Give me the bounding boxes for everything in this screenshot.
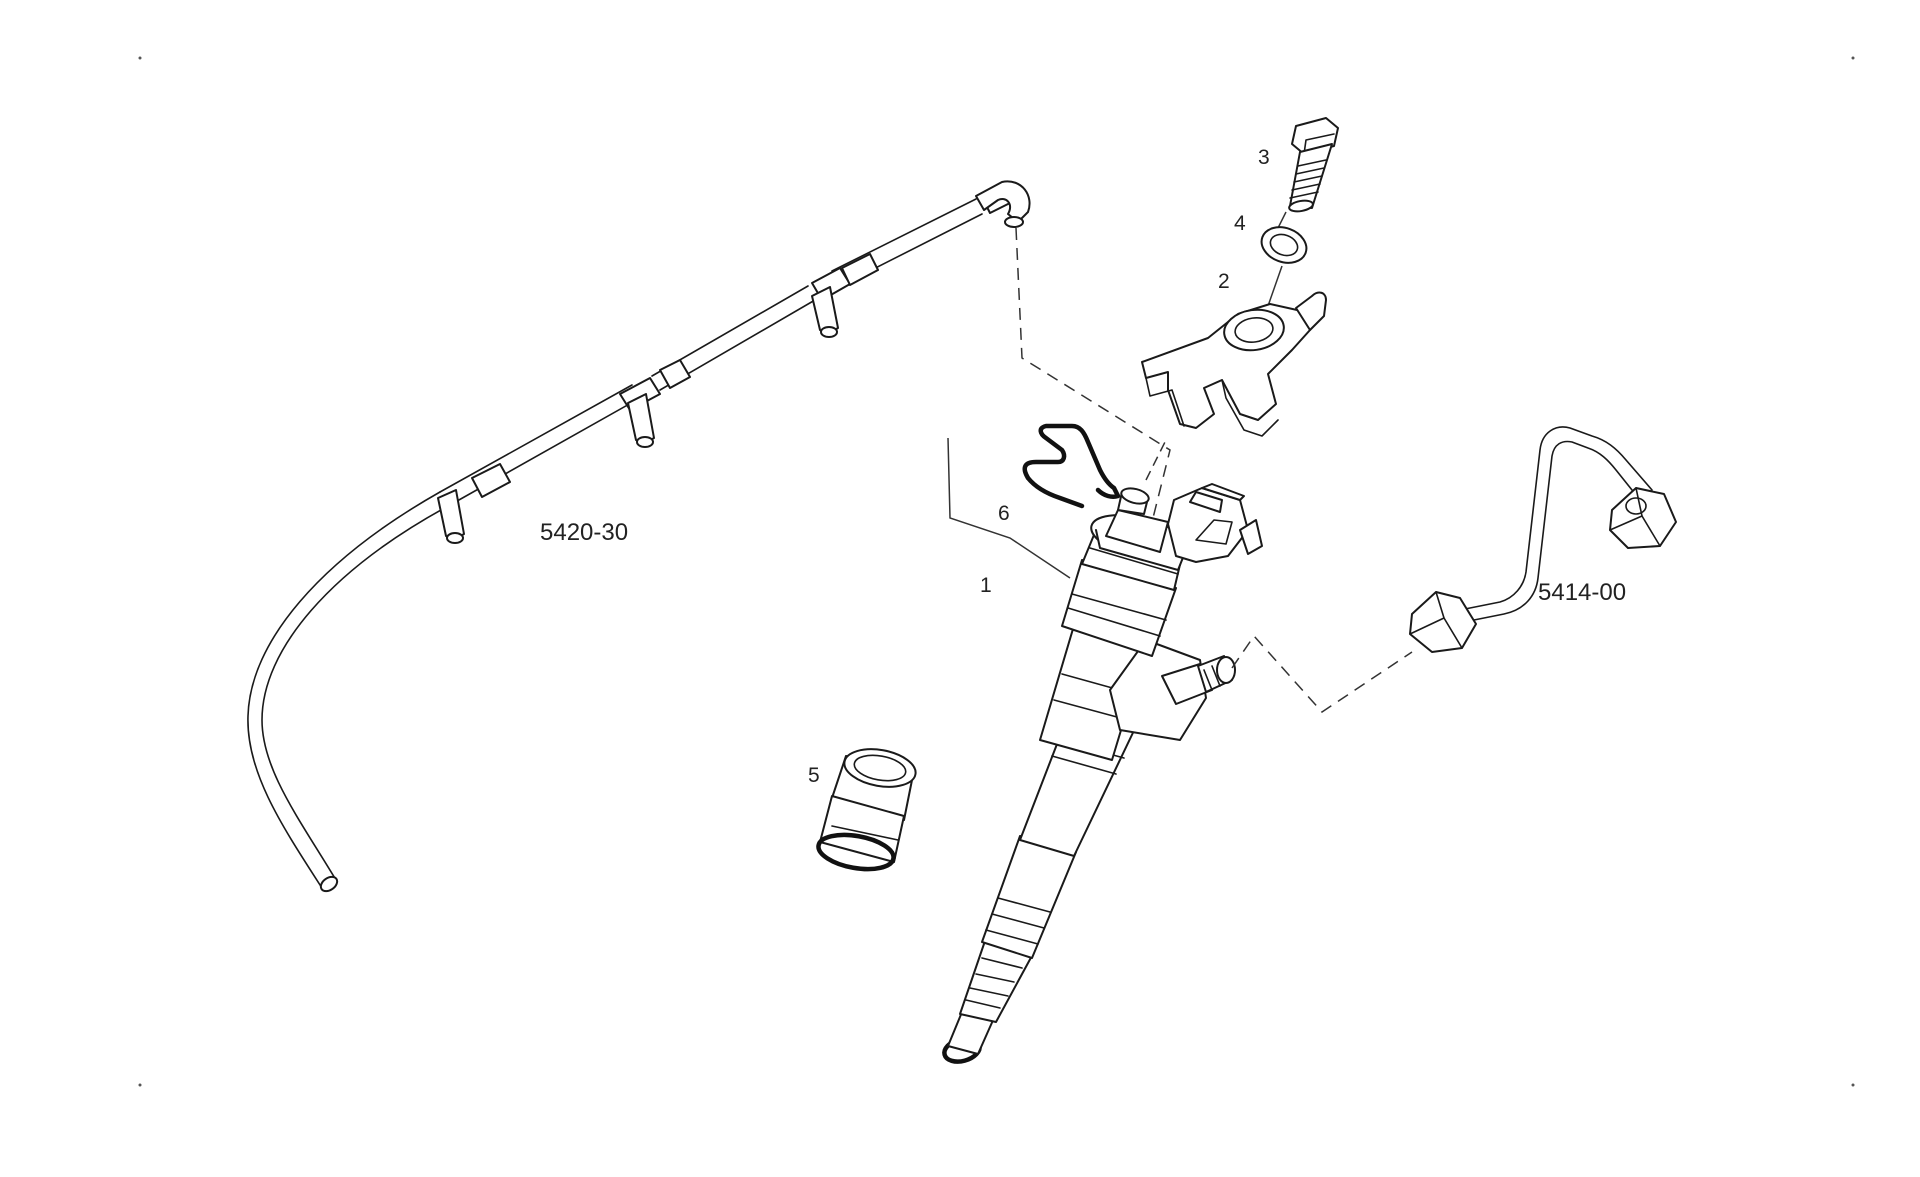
callout-bracket: 2 [1218,270,1230,293]
callout-clip: 6 [998,502,1010,525]
bolt [1288,117,1339,213]
fuel-injector [942,483,1263,1064]
callout-washer: 4 [1234,212,1246,235]
ref-fuel-pipe: 5414-00 [1538,579,1626,606]
t-connector [811,286,839,338]
callout-injector: 1 [980,574,992,597]
corner-marks [138,56,1855,1087]
clip-to-injector-leader [1145,439,1167,481]
leak-off-line [247,180,1031,893]
callout-sleeve: 5 [808,764,820,787]
t-connector [437,489,465,544]
bolt-leader [1277,211,1287,229]
sleeve [816,748,917,872]
injector-leader [947,437,1071,579]
washer-leader [1267,265,1283,307]
callout-bolt: 3 [1258,146,1270,169]
washer [1260,226,1308,264]
fuel-pipe-alignment-line [1231,634,1413,713]
retaining-clip [1022,423,1121,509]
fuel-pipe [1409,426,1677,653]
leak-off-alignment-line [1015,227,1171,531]
t-connector [627,393,655,448]
clamp-bracket [1141,291,1327,437]
ref-leak-off-line: 5420-30 [540,519,628,546]
